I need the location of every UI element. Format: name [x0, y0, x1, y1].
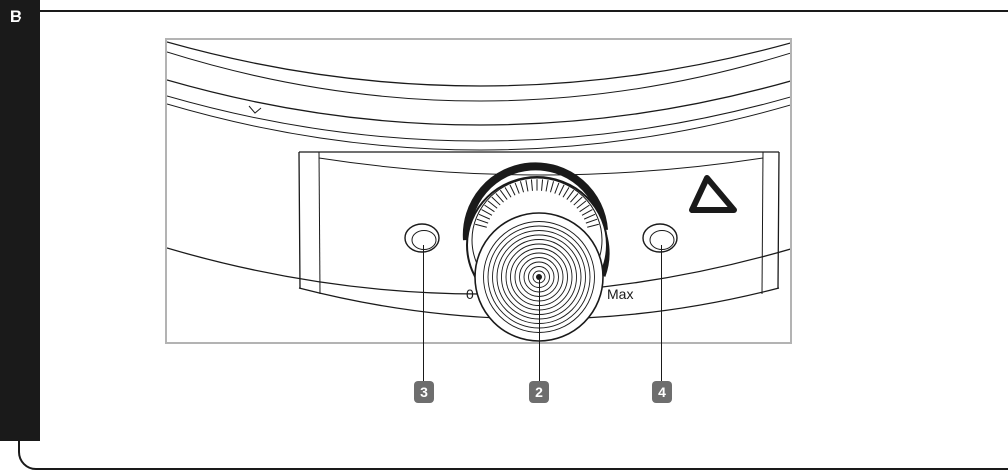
leader-line-3 — [423, 245, 424, 381]
callout-badge-2: 2 — [529, 381, 549, 403]
callout-badge-3: 3 — [414, 381, 434, 403]
callout-badge-4: 4 — [652, 381, 672, 403]
dial-knurling — [475, 179, 599, 228]
control-dial — [462, 162, 610, 342]
dial-min-label: 0 — [466, 286, 474, 302]
device-illustration: 0 Max — [165, 38, 792, 344]
dial-max-label: Max — [607, 286, 634, 302]
rim-arc-2 — [167, 51, 790, 102]
panel-inner-right — [761, 151, 764, 295]
indicator-button-left — [404, 223, 440, 253]
rim-notch-left — [248, 105, 262, 114]
rim-outer-arc — [167, 41, 790, 87]
leader-line-4 — [661, 245, 662, 381]
rim-arc-3 — [167, 79, 790, 126]
panel-top-arc — [318, 157, 764, 176]
leader-line-2 — [539, 280, 540, 381]
panel-inner-left — [318, 151, 321, 295]
indicator-button-right — [642, 223, 678, 253]
section-sidebar: B — [0, 0, 40, 441]
rim-arc-4 — [167, 95, 790, 142]
dial-shadow-arc — [462, 162, 608, 241]
device-drawing — [167, 41, 790, 342]
rim-arc-5 — [167, 103, 790, 151]
logo-triangle-icon — [689, 175, 737, 213]
panel-outline — [298, 151, 780, 289]
